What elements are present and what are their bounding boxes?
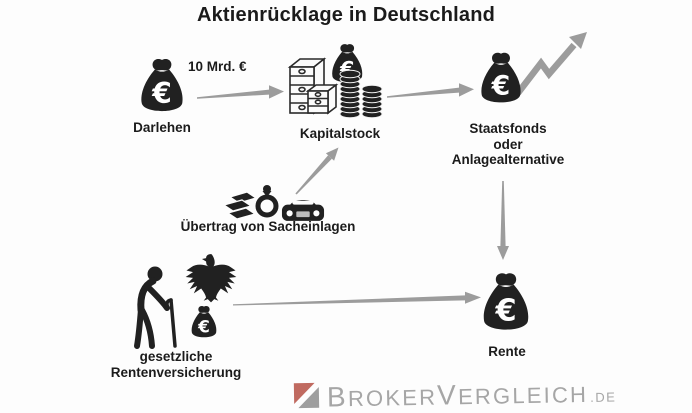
brokervergleich-logo-icon [293,382,320,408]
node-kapitalstock: € [284,41,384,125]
euro-symbol: € [151,77,172,110]
node-label-sacheinlagen: Übertrag von Sacheinlagen [180,219,356,234]
brand-logo: B ROKER V ERGLEICH .DE [293,376,617,413]
node-label-staatsfonds: Staatsfonds oder Anlagealternative [451,121,565,167]
money-bag-euro-icon: € [141,58,183,112]
node-sacheinlagen [221,183,331,223]
brand-tld: .DE [590,389,617,405]
car-icon [281,200,325,221]
coin-stack-icon [339,69,383,119]
svg-text:€: € [494,294,516,329]
node-staatsfonds: € [477,50,525,108]
money-bag-euro-icon: € [191,305,217,338]
loan-amount-label: 10 Mrd. € [188,59,247,74]
node-rente: € [479,270,533,336]
money-bag-euro-icon: € [483,273,529,330]
brand-wordmark: B ROKER V ERGLEICH .DE [327,376,617,413]
brand-letter: B [326,381,349,413]
ring-icon [255,185,279,218]
node-darlehen: € [137,56,187,117]
arrow-rentenversicherung-to-rente [233,291,481,306]
brand-letters: ERGLEICH [457,381,589,410]
arrow-sacheinlagen-to-kapitalstock [295,147,339,195]
node-label-rente: Rente [488,344,526,359]
banknote-stack-icon [305,83,339,115]
elderly-person-icon [134,266,177,349]
capital-stock-icon: € [287,44,383,119]
gold-bars-icon [222,191,258,220]
growth-arrow-icon [503,31,591,97]
node-label-rentenversicherung: gesetzliche Rentenversicherung [110,349,242,380]
node-label-kapitalstock: Kapitalstock [299,126,381,141]
brand-letters: ROKER [347,384,438,412]
arrow-staatsfonds-to-rente [497,181,509,260]
arrow-kapitalstock-to-staatsfonds [387,83,474,98]
page-title: Aktienrücklage in Deutschland [196,4,496,26]
brand-letter: V [436,379,459,411]
node-label-darlehen: Darlehen [133,120,191,135]
federal-eagle-icon [185,254,237,303]
money-bag-euro-icon: € [481,52,521,103]
svg-text:€: € [197,316,210,336]
svg-text:€: € [491,71,511,102]
arrow-darlehen-to-kapitalstock [197,85,284,99]
